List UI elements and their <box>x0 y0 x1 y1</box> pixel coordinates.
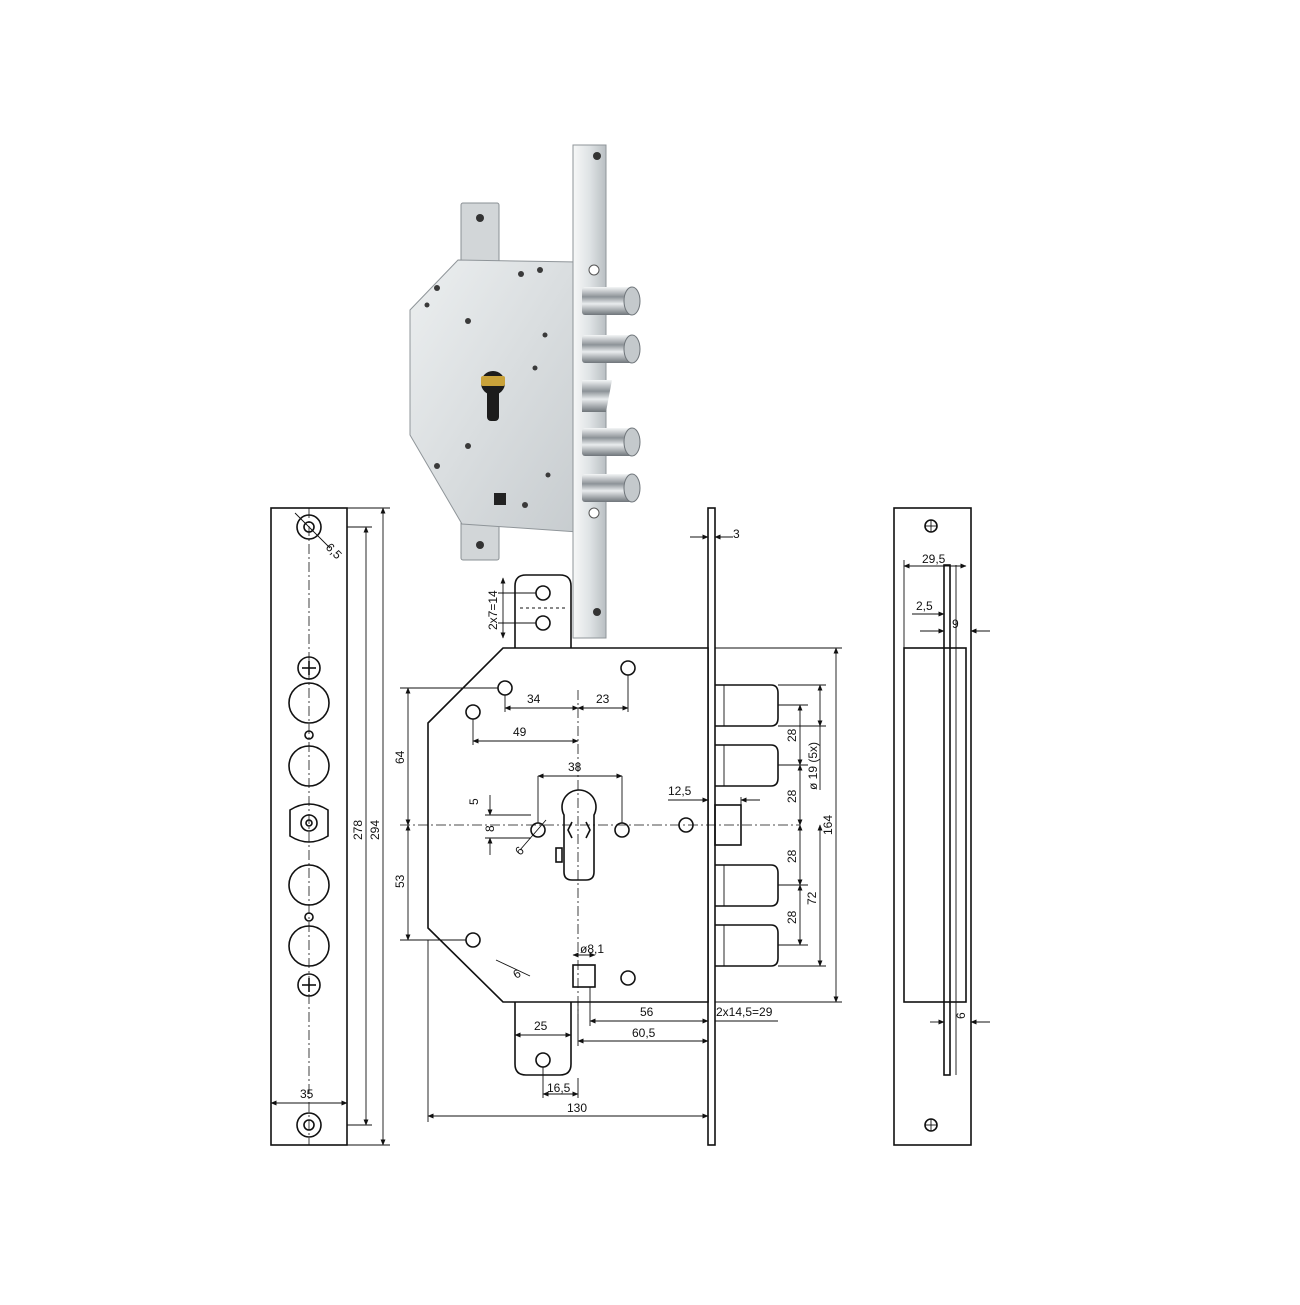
follower-square <box>572 964 596 988</box>
bolts-photo <box>582 286 641 503</box>
lock-photo <box>409 144 641 639</box>
lock-side-view: 29,5 2,5 9 6 <box>893 507 990 1146</box>
cylinder-cutout <box>561 789 597 881</box>
dim-pitch-4: 28 <box>785 910 799 924</box>
dim-6-side-label: 6 <box>954 1012 968 1019</box>
dim-throw-label: 2x14,5=29 <box>716 1005 773 1019</box>
dim-bolt-dia-label: ø 19 (5x) <box>806 742 820 790</box>
dim-34-label: 34 <box>527 692 541 706</box>
dim-56-label: 56 <box>640 1005 654 1019</box>
dim-pitch-2: 28 <box>785 789 799 803</box>
dim-hole-spacing-label: 278 <box>351 820 365 840</box>
front-bolts <box>715 684 779 967</box>
dim-keeper-top-label: 2x7=14 <box>486 590 500 630</box>
dim-64-label: 64 <box>393 750 407 764</box>
dim-faceplate-label: 3 <box>733 527 740 541</box>
lock-front-view: 3 2x7=14 34 23 49 38 64 53 5 <box>393 507 842 1146</box>
dim-165-label: 16,5 <box>547 1081 571 1095</box>
faceplate-view: 6,5 35 278 294 <box>270 507 390 1146</box>
dim-81-label: ø8,1 <box>580 942 604 956</box>
dim-130-label: 130 <box>567 1101 587 1115</box>
dim-9-label: 9 <box>952 617 959 631</box>
dim-125-label: 12,5 <box>668 784 692 798</box>
side-faceplate-outline <box>893 507 972 1146</box>
dim-38-label: 38 <box>568 760 582 774</box>
dim-8-label: 8 <box>483 825 497 832</box>
dim-295-label: 29,5 <box>922 552 946 566</box>
dim-25-side-label: 2,5 <box>916 599 933 613</box>
dim-164-label: 164 <box>821 815 835 835</box>
dim-49-label: 49 <box>513 725 527 739</box>
keyhole-photo <box>481 371 505 421</box>
dim-25-label: 25 <box>534 1019 548 1033</box>
dim-53-label: 53 <box>393 874 407 888</box>
dim-72-label: 72 <box>805 891 819 905</box>
body-holes-photo <box>424 267 551 508</box>
side-case <box>903 647 967 1003</box>
dim-hole-label: 6,5 <box>323 540 345 562</box>
dim-length-label: 294 <box>368 820 382 840</box>
dim-23-label: 23 <box>596 692 610 706</box>
dim-pitch-3: 28 <box>785 849 799 863</box>
dim-width-label: 35 <box>300 1087 314 1101</box>
dim-5-label: 5 <box>467 798 481 805</box>
dim-pitch-1: 28 <box>785 728 799 742</box>
dim-605-label: 60,5 <box>632 1026 656 1040</box>
front-faceplate <box>707 507 716 1146</box>
